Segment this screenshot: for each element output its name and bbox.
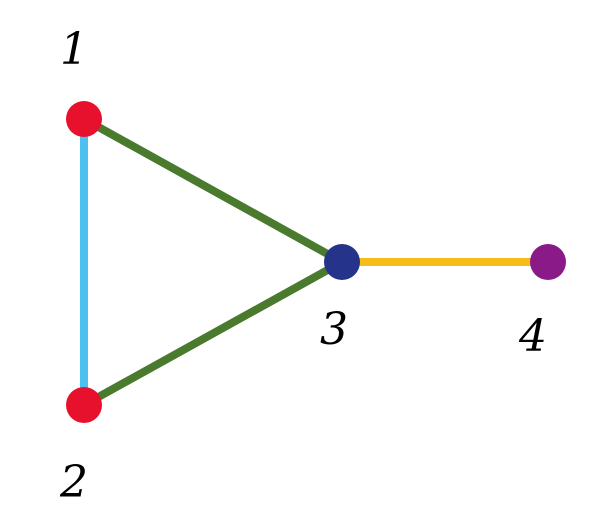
node-label-4: 4 bbox=[518, 311, 547, 362]
edge-1-3 bbox=[82, 115, 344, 266]
node-4 bbox=[530, 244, 566, 280]
nodes-layer bbox=[66, 101, 566, 423]
node-2 bbox=[66, 387, 102, 423]
node-3 bbox=[324, 244, 360, 280]
edges-layer bbox=[80, 115, 548, 409]
node-label-2: 2 bbox=[59, 457, 88, 508]
edge-2-3 bbox=[82, 258, 344, 409]
node-label-3: 3 bbox=[320, 304, 348, 355]
node-1 bbox=[66, 101, 102, 137]
labels-layer: 1 2 3 4 bbox=[59, 24, 547, 508]
node-label-1: 1 bbox=[60, 24, 88, 75]
